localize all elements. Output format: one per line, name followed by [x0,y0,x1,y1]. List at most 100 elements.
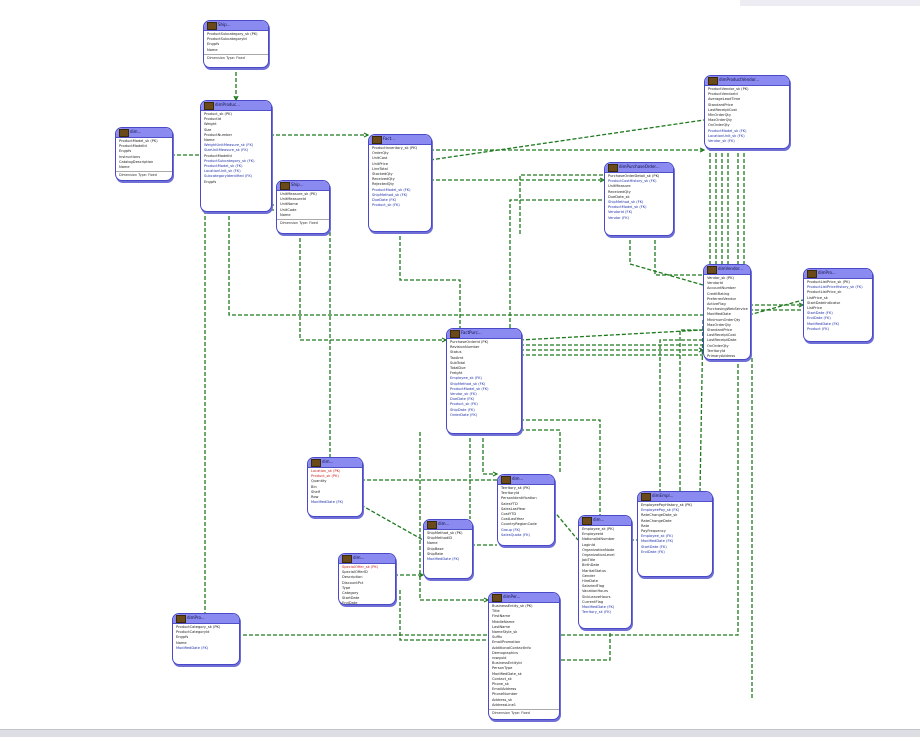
column-row: DueDate (FK) [450,397,475,402]
column-row: Engpfs [176,635,189,640]
entity-header[interactable]: dimPro... [173,614,239,624]
relationship-line [519,329,704,341]
entity-title: dim... [353,555,365,560]
column-row: CountryRegionCode [501,522,537,527]
entity-header[interactable]: dim... [339,554,395,564]
column-row: SubTotal [450,360,466,365]
column-row: Engpfs [204,179,217,184]
entity-columns: EmployeePayHistory_sk (PK)EmployeePay_sk… [638,502,712,556]
column-row: LastReceiptCost [708,107,737,112]
table-icon [707,266,717,274]
column-row: SalesQuota (FK) [501,532,530,537]
entity-header[interactable]: dimVendor... [704,265,750,275]
column-row: MaxOrderQty [708,118,733,123]
column-row: LastReceiptCost [707,333,736,338]
column-row: Size [204,127,212,132]
table-icon [582,517,592,525]
column-row: ActiveFlag [707,302,726,307]
column-row: EmployeeId [582,532,604,537]
relationship-line [238,358,739,636]
dimension-type-note: Dimension Type: Fixed [489,709,559,716]
entity-columns: PurchaseOrderDetail_sk (PK)ProductCostHi… [605,173,673,222]
relationship-arrowhead [492,471,499,477]
column-row: ProductCategoryId [176,630,210,635]
entity-table[interactable]: dim...ProductModel_sk (PK)ProductModelId… [115,127,173,181]
column-row: ProductCategory_sk (PK) [176,625,221,629]
column-row: PurchasingWebService [707,307,748,312]
entity-header[interactable]: dim... [579,516,631,526]
entity-header[interactable]: Fact... [369,135,431,145]
column-row: SizeUnitMeasure_sk (FK) [204,148,249,153]
column-row: Shelf [311,489,321,494]
column-row: ShipMethod_sk (PK) [427,531,463,535]
entity-table[interactable]: dim...SpecialOffer_sk (PK)SpecialOfferID… [338,553,396,605]
entity-table[interactable]: dimPurchaseOrder...PurchaseOrderDetail_s… [604,162,674,236]
entity-table[interactable]: dimPro... ProductCategory_sk (PK)ProductC… [172,613,240,665]
entity-header[interactable]: dimPer... [489,593,559,603]
entity-table[interactable]: dimProductVendor...ProductVendor_sk (PK)… [704,75,790,149]
column-row: Status [450,350,462,355]
entity-columns: ProductListPrice_sk (PK)ProductListPrice… [804,279,872,333]
relationship-line [509,199,604,328]
entity-table[interactable]: FactPurc...PurchaseOrderId (PK)RevisionN… [446,328,522,434]
table-icon [608,164,618,172]
entity-header[interactable]: dimPro... [804,269,872,279]
dimension-type-note: Dimension Type: Fixed [116,171,172,178]
column-row: EndDate (FK) [641,549,665,554]
column-row: Name [119,165,130,170]
column-row: UnitName [280,202,298,207]
table-icon [176,615,186,623]
column-row: PurchaseOrderDetail_sk (PK) [608,174,660,178]
column-row: ProductModel_sk (FK) [372,187,411,192]
entity-title: dim... [593,517,605,522]
column-row: ModifiedDate (FK) [427,557,460,562]
entity-header[interactable]: Ship... [204,21,268,31]
column-row: ShipMethod_sk (FK) [450,381,486,386]
column-row: Name [204,138,215,143]
entity-header[interactable]: dimProductVendor... [705,76,789,86]
entity-header[interactable]: FactPurc... [447,329,521,339]
entity-table[interactable]: dim...Location_sk (PK)Product_sk (PK)Qua… [307,457,363,517]
column-row: Product_sk (PK) [204,112,232,116]
entity-header[interactable]: Ship... [277,181,329,191]
column-row: PersonIdentification [501,496,537,501]
entity-header[interactable]: dimPurchaseOrder... [605,163,673,173]
column-row: LineTotal [372,166,388,171]
entity-table[interactable]: Ship...ProductSubcategory_sk (PK)Product… [203,20,269,68]
relationship-line [419,432,488,601]
table-icon [311,459,321,467]
entity-header[interactable]: dim... [424,520,472,530]
column-row: MaxOrderQty [707,322,732,327]
entity-header[interactable]: dim... [308,458,362,468]
entity-header[interactable]: dim... [116,128,172,138]
column-row: MinOrderQty [708,113,731,118]
relationship-line [482,432,497,475]
column-row: Name [207,47,218,52]
relationship-line [629,234,704,286]
column-row: ModifiedDate (FK) [641,539,674,544]
column-row: ProductSubcategory_sk (FK) [204,158,255,163]
entity-header[interactable]: dimProduc... [201,101,271,111]
relationship-line [679,329,703,491]
column-row: StartDate [342,596,360,601]
entity-title: dimPro... [187,615,205,620]
entity-table[interactable]: dimPro...ProductListPrice_sk (PK)Product… [803,268,873,342]
table-icon [641,493,651,501]
column-row: StockedQty [372,172,393,177]
entity-header[interactable]: dim... [498,475,554,485]
column-row: ShipMethod_sk (FK) [608,200,644,205]
entity-columns: ProductCategory_sk (PK)ProductCategoryId… [173,624,239,652]
entity-header[interactable]: dimEmpl... [638,492,712,502]
entity-table[interactable]: dimEmpl...EmployeePayHistory_sk (PK)Empl… [637,491,713,577]
